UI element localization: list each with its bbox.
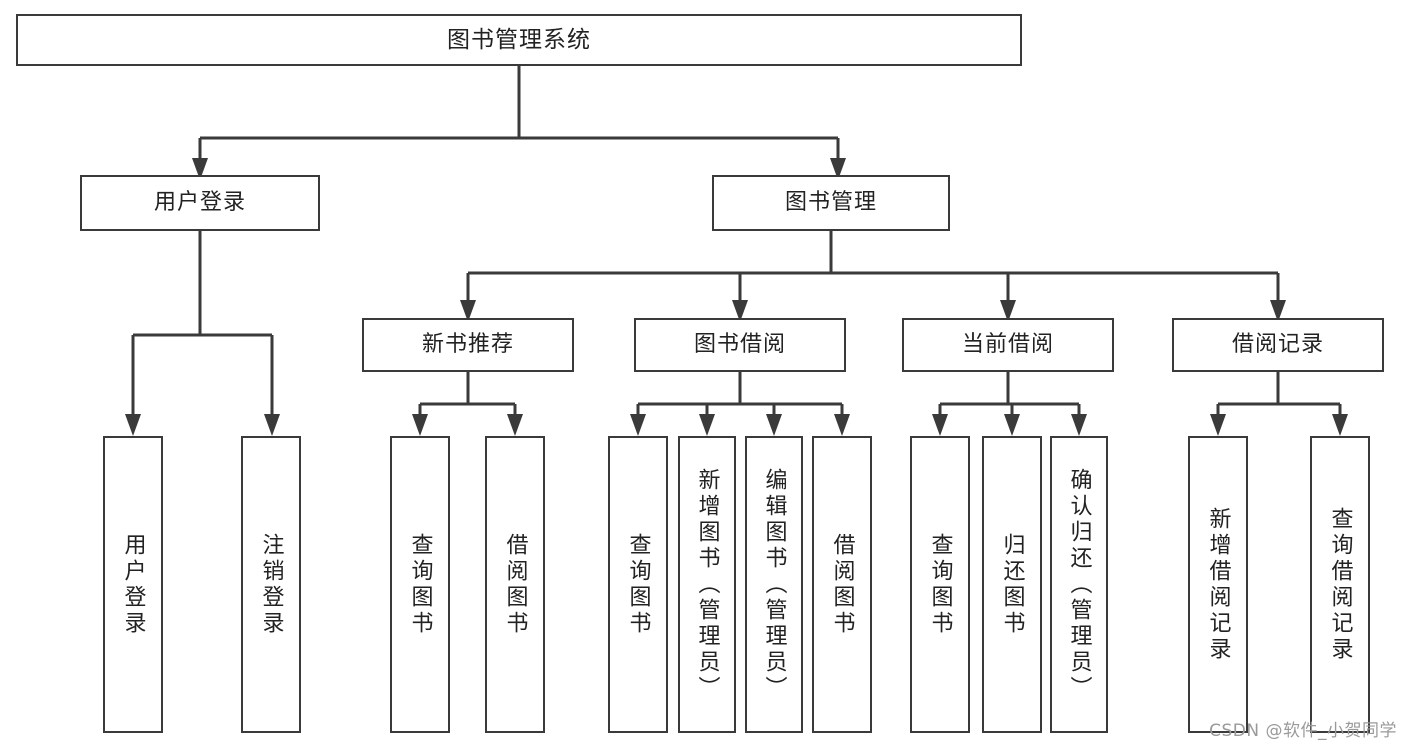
node-new-book-recommend[interactable]: 新书推荐 (362, 318, 574, 372)
watermark-text: CSDN @软件_小贺同学 (1209, 721, 1397, 741)
node-book-borrow[interactable]: 图书借阅 (634, 318, 846, 372)
node-leaf-query-book-1[interactable]: 查询图书 (390, 436, 450, 733)
node-leaf-user-login[interactable]: 用户登录 (103, 436, 163, 733)
node-label: 确认归还（管理员） (1066, 467, 1092, 702)
node-label: 图书管理 (784, 190, 877, 216)
node-label: 注销登录 (258, 532, 284, 637)
node-leaf-add-borrow-record[interactable]: 新增借阅记录 (1188, 436, 1248, 733)
node-label: 图书借阅 (693, 332, 786, 358)
node-label: 新书推荐 (421, 332, 514, 358)
node-label: 查询图书 (407, 532, 433, 637)
node-label: 查询图书 (927, 532, 953, 637)
node-borrow-record[interactable]: 借阅记录 (1172, 318, 1384, 372)
node-root-system[interactable]: 图书管理系统 (16, 14, 1022, 66)
node-label: 查询图书 (625, 532, 651, 637)
node-leaf-query-borrow-record[interactable]: 查询借阅记录 (1310, 436, 1370, 733)
node-label: 借阅图书 (829, 532, 855, 637)
node-label: 借阅图书 (502, 532, 528, 637)
node-leaf-borrow-book-1[interactable]: 借阅图书 (485, 436, 545, 733)
node-label: 用户登录 (153, 190, 246, 216)
node-leaf-add-book-admin[interactable]: 新增图书（管理员） (678, 436, 736, 733)
node-leaf-query-book-2[interactable]: 查询图书 (608, 436, 668, 733)
node-label: 借阅记录 (1231, 332, 1324, 358)
node-label: 用户登录 (120, 532, 146, 637)
node-label: 新增图书（管理员） (694, 467, 720, 702)
node-label: 当前借阅 (961, 332, 1054, 358)
node-label: 归还图书 (999, 532, 1025, 637)
node-leaf-return-book[interactable]: 归还图书 (982, 436, 1042, 733)
node-label: 查询借阅记录 (1327, 506, 1353, 663)
node-leaf-query-book-3[interactable]: 查询图书 (910, 436, 970, 733)
node-leaf-borrow-book-2[interactable]: 借阅图书 (812, 436, 872, 733)
node-user-login[interactable]: 用户登录 (80, 175, 320, 231)
node-leaf-confirm-return-admin[interactable]: 确认归还（管理员） (1050, 436, 1108, 733)
node-label: 新增借阅记录 (1205, 506, 1231, 663)
node-leaf-user-logout[interactable]: 注销登录 (241, 436, 301, 733)
node-current-borrow[interactable]: 当前借阅 (902, 318, 1114, 372)
node-label: 图书管理系统 (447, 26, 591, 53)
node-label: 编辑图书（管理员） (761, 467, 787, 702)
node-book-management[interactable]: 图书管理 (712, 175, 950, 231)
node-leaf-edit-book-admin[interactable]: 编辑图书（管理员） (745, 436, 803, 733)
